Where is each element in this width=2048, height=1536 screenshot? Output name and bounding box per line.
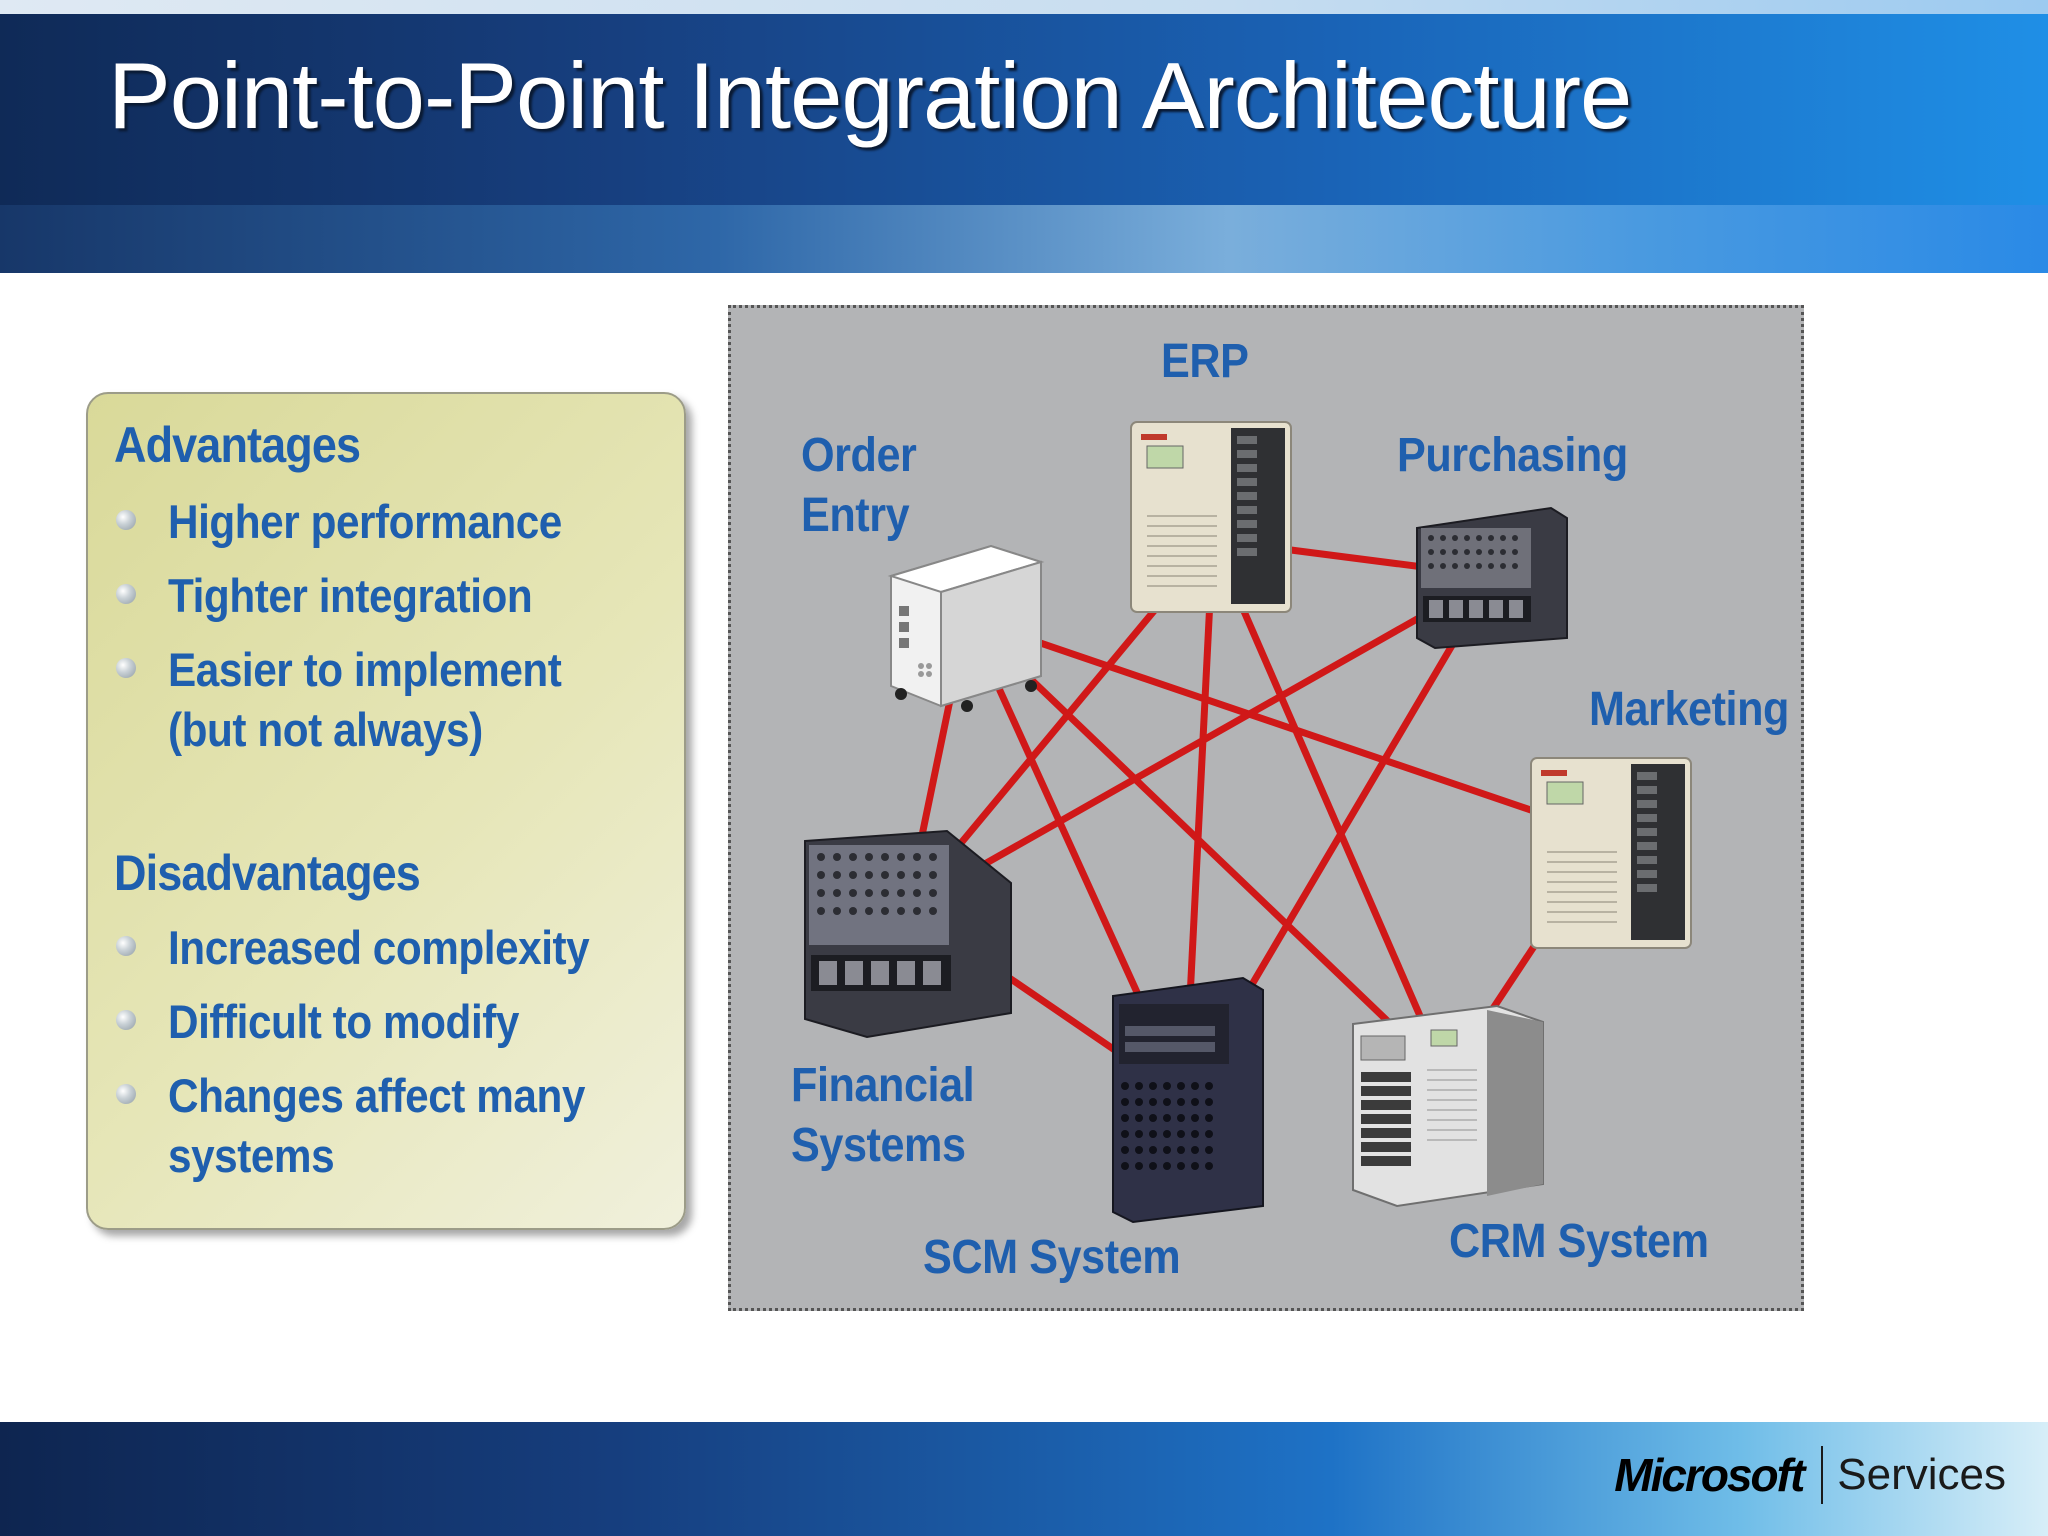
microsoft-wordmark: Microsoft [1614,1449,1805,1501]
advantage-text: Higher performance [168,495,562,548]
advantage-text: Easier to implement [168,643,562,696]
order-entry-label-line: Order [801,429,917,482]
financial-label-line: Financial [791,1059,975,1112]
advantage-item: Easier to implement (but not always) [112,640,652,760]
footer-bar [0,1422,2048,1536]
financial-label: Financial Systems [791,1056,975,1176]
advantage-item: Tighter integration [112,566,652,626]
bullet-icon [116,1010,136,1030]
brand-divider [1821,1446,1824,1504]
erp-server-icon [1130,421,1292,613]
connection-order-entry-crm [964,615,1450,1081]
disadvantage-item: Changes affect many systems [112,1066,652,1186]
crm-server-icon [1352,1004,1544,1208]
advantage-text-continued: (but not always) [168,703,483,756]
order-entry-server-icon [887,544,1045,712]
marketing-label: Marketing [1589,683,1789,736]
bullet-icon [116,658,136,678]
connection-purchasing-financial [905,572,1495,912]
advantage-item: Higher performance [112,492,652,552]
disadvantage-item: Difficult to modify [112,992,652,1052]
title-bar-band [0,205,2048,273]
purchasing-server-icon [1416,506,1568,650]
bullet-icon [116,584,136,604]
bullet-icon [116,1084,136,1104]
title-bar [0,0,2048,205]
brand-logo: Microsoft Services [1614,1446,2006,1504]
disadvantage-text: Increased complexity [168,921,590,974]
advantages-heading: Advantages [114,417,361,473]
disadvantage-text: Difficult to modify [168,995,519,1048]
connection-order-entry-marketing [965,614,1609,840]
bullet-icon [116,936,136,956]
bullet-icon [116,510,136,530]
slide-title: Point-to-Point Integration Architecture [108,43,1632,148]
title-bar-highlight [0,0,2048,14]
connection-erp-crm [1209,538,1451,1080]
disadvantages-heading: Disadvantages [114,845,421,901]
disadvantage-item: Increased complexity [112,918,652,978]
disadvantage-text: Changes affect many [168,1069,585,1122]
scm-label: SCM System [923,1231,1181,1284]
financial-server-icon [804,829,1012,1039]
pros-cons-panel: Advantages Higher performance Tighter in… [86,392,686,1230]
purchasing-label: Purchasing [1397,429,1628,482]
erp-label: ERP [1161,335,1249,388]
financial-label-line: Systems [791,1119,966,1172]
advantage-text: Tighter integration [168,569,533,622]
crm-label: CRM System [1449,1215,1709,1268]
services-text: Services [1837,1450,2006,1499]
order-entry-label-line: Entry [801,489,910,542]
disadvantage-text-continued: systems [168,1129,335,1182]
order-entry-label: Order Entry [801,426,917,546]
scm-server-icon [1112,976,1264,1224]
marketing-server-icon [1530,757,1692,949]
integration-diagram: ERP Order Entry Purchasing Marketing Fin… [728,305,1804,1311]
